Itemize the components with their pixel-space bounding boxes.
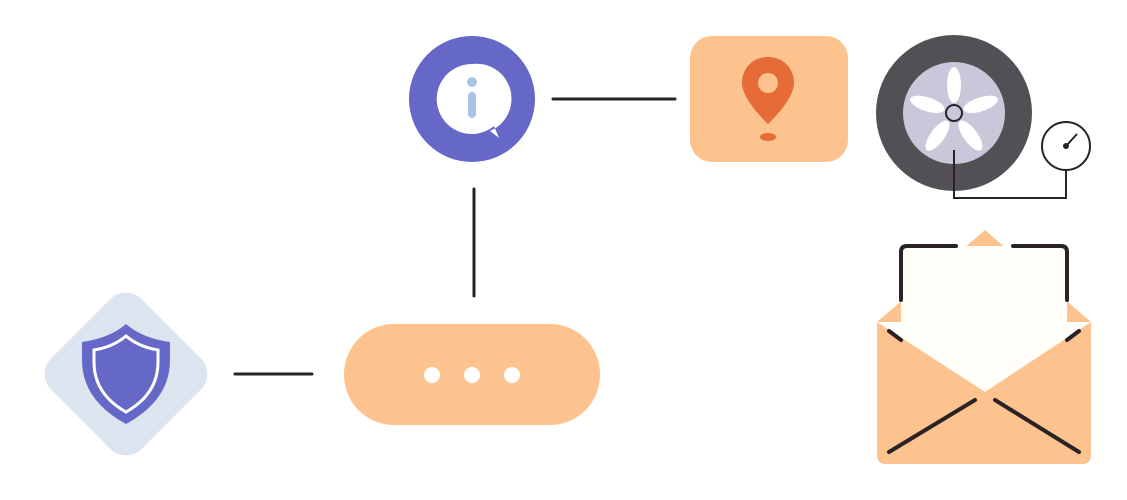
tire-pressure-gauge-icon — [876, 35, 1091, 199]
info-bubble-icon — [436, 63, 512, 139]
chat-node — [344, 324, 600, 425]
connectors — [233, 97, 677, 376]
map-pin-icon — [742, 57, 794, 141]
location-node — [690, 36, 848, 162]
typing-dots-icon — [424, 367, 520, 383]
security-node — [44, 292, 208, 456]
open-envelope-icon — [877, 230, 1091, 464]
shield-icon — [82, 324, 170, 424]
info-node — [409, 36, 535, 162]
